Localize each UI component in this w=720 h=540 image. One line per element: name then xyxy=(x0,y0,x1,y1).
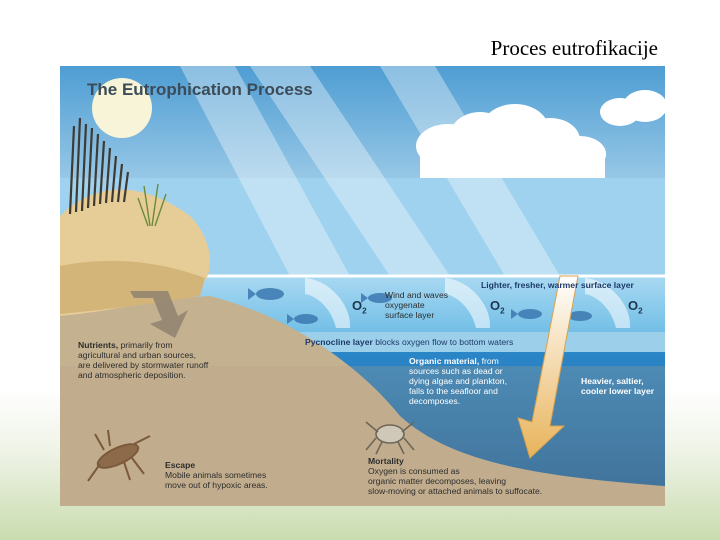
eutrophication-figure: The Eutrophication Process O2 O2 O2 Wind… xyxy=(60,66,665,506)
clouds xyxy=(416,90,665,178)
slide-title: Proces eutrofikacije xyxy=(490,36,658,60)
organic-material-label: Organic material, from sources such as d… xyxy=(409,356,507,406)
o2-label-1: O2 xyxy=(352,298,367,316)
sand-fence xyxy=(68,117,130,215)
o2-label-2: O2 xyxy=(490,298,505,316)
lower-layer-label: Heavier, saltier,cooler lower layer xyxy=(581,376,655,396)
light-rays xyxy=(180,66,560,276)
o2-label-3: O2 xyxy=(628,298,643,316)
lobster xyxy=(87,429,151,482)
nutrients-label: Nutrients, primarily from agricultural a… xyxy=(78,340,209,380)
seafloor xyxy=(60,296,665,506)
organic-arrow xyxy=(517,275,579,459)
figure-art xyxy=(60,66,665,506)
surface-layer-label: Lighter, fresher, warmer surface layer xyxy=(481,280,634,290)
oxygen-swirls xyxy=(305,278,631,328)
pycnocline-label: Pycnocline layer blocks oxygen flow to b… xyxy=(305,337,514,347)
dune-grass xyxy=(137,183,167,227)
runoff-arrow xyxy=(130,291,188,338)
figure-title: The Eutrophication Process xyxy=(87,80,313,99)
sun xyxy=(92,78,152,138)
crab xyxy=(365,421,415,455)
